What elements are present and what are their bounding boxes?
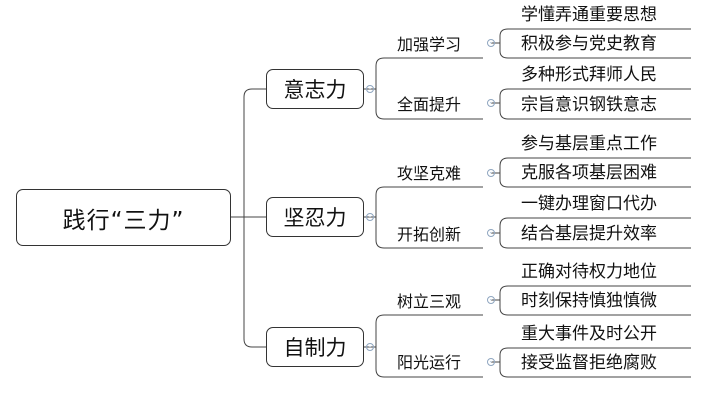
collapse-icon[interactable]: - [366, 85, 374, 93]
sub-node-gongjian-kenan[interactable]: 攻坚克难 [397, 164, 462, 183]
connector-leaf [499, 173, 691, 188]
connector-root-zizhili [243, 217, 266, 348]
main-node-yizhili[interactable]: 意志力 [266, 69, 364, 109]
sub-node-jiaqiang-xuexi[interactable]: 加强学习 [397, 35, 462, 54]
leaf-node[interactable]: 宗旨意识钢铁意志 [521, 95, 657, 115]
main-node-jianrenli[interactable]: 坚忍力 [266, 197, 364, 237]
collapse-icon[interactable]: - [487, 169, 495, 177]
connector-leaf [499, 300, 691, 316]
connector-jianrenli-sub2 [375, 217, 483, 249]
leaf-node[interactable]: 正确对待权力地位 [521, 262, 657, 282]
sub-node-kaituo-chuangxin[interactable]: 开拓创新 [397, 225, 462, 244]
sub-node-quanmian-tisheng[interactable]: 全面提升 [397, 95, 462, 114]
connector-yizhili-sub2 [375, 89, 483, 120]
leaf-node[interactable]: 结合基层提升效率 [521, 224, 657, 244]
leaf-node[interactable]: 接受监督拒绝腐败 [521, 353, 657, 373]
collapse-icon[interactable]: - [487, 296, 495, 304]
sub-node-yangguang-yunxing[interactable]: 阳光运行 [397, 353, 462, 372]
connector-yizhili-sub1 [364, 57, 483, 90]
collapse-icon[interactable]: - [487, 229, 495, 237]
connector-root-yizhili [231, 88, 266, 218]
leaf-node[interactable]: 时刻保持慎独慎微 [521, 291, 657, 311]
leaf-node[interactable]: 一键办理窗口代办 [521, 194, 657, 214]
leaf-node[interactable]: 克服各项基层困难 [521, 163, 657, 183]
leaf-node[interactable]: 重大事件及时公开 [521, 324, 657, 344]
connector-zizhili-sub1 [364, 314, 483, 348]
collapse-icon[interactable]: - [366, 343, 374, 351]
connector-leaf [499, 43, 691, 59]
leaf-node[interactable]: 积极参与党史教育 [521, 34, 657, 54]
connector-leaf [499, 103, 691, 120]
root-node[interactable]: 践行“三力” [16, 189, 231, 246]
connector-leaf [499, 233, 691, 249]
leaf-node[interactable]: 学懂弄通重要思想 [521, 5, 657, 25]
connector-leaf [499, 362, 691, 378]
leaf-node[interactable]: 参与基层重点工作 [521, 134, 657, 154]
collapse-icon[interactable]: - [487, 358, 495, 366]
collapse-icon[interactable]: - [366, 213, 374, 221]
connector-jianrenli-sub1 [364, 186, 483, 218]
collapse-icon[interactable]: - [487, 39, 495, 47]
leaf-node[interactable]: 多种形式拜师人民 [521, 65, 657, 85]
main-node-zizhili[interactable]: 自制力 [266, 327, 364, 367]
collapse-icon[interactable]: - [487, 99, 495, 107]
sub-node-shuli-sanguan[interactable]: 树立三观 [397, 292, 462, 311]
connector-zizhili-sub2 [375, 347, 483, 378]
